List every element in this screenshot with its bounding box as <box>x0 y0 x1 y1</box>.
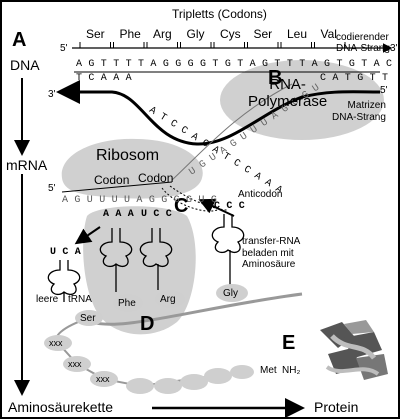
amino-acid-bead <box>44 335 72 351</box>
new-rna-strand <box>171 83 293 181</box>
template-strand-label-line2: DNA-Strang <box>332 111 386 123</box>
loaded-trna-line2: beladen mit <box>242 247 294 259</box>
coding-strand-3prime: 3' <box>390 43 398 54</box>
empty-trna-line1: leere <box>36 294 59 305</box>
coding-strand-5prime: 5' <box>60 43 68 54</box>
loaded-trna-line3: Aminosäure <box>242 259 296 270</box>
amino-acid-bead <box>75 310 103 326</box>
bead-label-phe: Phe <box>118 298 136 309</box>
ribosome-label: Ribosom <box>96 147 160 164</box>
loaded-trna-line1: transfer-RNA <box>242 236 301 247</box>
codon-bracket <box>213 42 245 48</box>
trna-release-arrow <box>74 226 101 245</box>
codon-label-1: Codon <box>94 173 130 187</box>
ribosome-large-subunit <box>61 138 203 199</box>
bead-label-ser: Ser <box>80 313 96 324</box>
codon-label: Phe <box>119 27 141 41</box>
section-letter-e: E <box>282 332 296 354</box>
codon-label: Arg <box>153 27 172 41</box>
trna-shapes <box>47 214 245 302</box>
codon-label: Ser <box>86 27 105 41</box>
section-letter-c: C <box>174 195 189 217</box>
codon-bracket <box>180 42 212 48</box>
template-strand-3prime: 3' <box>48 89 56 100</box>
codon-label: Gly <box>186 27 205 41</box>
peptide-bond-line <box>91 292 303 326</box>
triplets-title: Tripletts (Codons) <box>172 7 267 21</box>
section-letter-b: B <box>268 67 283 89</box>
template-strand <box>68 90 381 146</box>
amino-acid-bead <box>230 365 254 379</box>
dna-label: DNA <box>10 57 40 73</box>
codon-label-2: Codon <box>138 171 174 185</box>
amino-acid-bead <box>155 290 185 308</box>
anticodon-released: U C A <box>50 247 82 258</box>
nh2-label: NH₂ <box>282 365 301 376</box>
bead-label-gly: Gly <box>223 288 238 299</box>
template-sequence-left: T C A A A <box>76 73 132 84</box>
coding-sequence: A G T T T T A G G G G T G T A G T T T A … <box>76 59 400 70</box>
trna-incoming-arrow <box>198 198 235 217</box>
coding-strand-label-line1: codierender <box>336 32 389 43</box>
codon-bracket <box>247 42 279 48</box>
rna-polymerase-line2: Polymerase <box>248 93 328 111</box>
met-label: Met <box>260 365 277 376</box>
anticodon-incoming: C C C <box>214 201 246 212</box>
bead-label-arg: Arg <box>160 294 176 305</box>
codon-label: Ser <box>253 27 273 41</box>
codon-brackets <box>79 42 346 48</box>
codon-bracket <box>280 42 312 48</box>
coding-strand-label: codierender DNA-Strang <box>336 32 390 54</box>
codon-bracket <box>314 42 346 48</box>
protein-3d-structure-icon <box>320 320 388 380</box>
amino-acid-bead <box>90 371 118 387</box>
section-letter-a: A <box>12 29 27 51</box>
codon-label: Cys <box>220 27 241 41</box>
codon-bracket <box>113 42 145 48</box>
anticodon-label: Anticodon <box>238 189 283 200</box>
anticodon-phe: A A A <box>103 209 135 220</box>
rna-polymerase-line1: RNA- <box>269 76 306 93</box>
mrna-sequence: A G U U U U A G G G G U G <box>62 195 218 206</box>
protein-label: Protein <box>314 399 359 415</box>
codon-label: Leu <box>287 27 308 41</box>
template-strand-5prime: 5' <box>380 85 388 96</box>
template-sequence-right: C A T G T T <box>320 73 389 84</box>
amino-acid-bead <box>180 374 208 390</box>
amino-acid-bead <box>216 284 248 302</box>
template-strand-label-line1: Matrizen <box>347 100 386 111</box>
mrna-5prime: 5' <box>48 183 56 194</box>
template-strand-label: Matrizen DNA-Strang <box>332 100 386 123</box>
amino-acid-bead <box>113 294 143 312</box>
section-letter-d: D <box>140 313 155 335</box>
coding-strand-label-line2: DNA-Strang <box>336 43 390 54</box>
empty-trna-line2: tRNA <box>68 294 92 305</box>
mrna-backbone <box>61 181 173 193</box>
codon-label: Val <box>320 27 337 41</box>
chain-bead-label-3: xxx <box>96 374 110 384</box>
codon-bracket <box>146 42 178 48</box>
mrna-label: mRNA <box>6 157 48 173</box>
amino-acid-bead <box>154 378 182 394</box>
chain-bead-label-2: xxx <box>68 359 82 369</box>
anticodon-arg: U C C <box>141 209 173 220</box>
amino-acid-bead <box>126 378 154 394</box>
amino-acid-beads <box>44 284 254 394</box>
chain-bead-label-1: xxx <box>49 338 63 348</box>
amino-acid-bead <box>204 368 232 384</box>
rna-polymerase-label: RNA- Polymerase <box>248 76 327 111</box>
amino-acid-bead <box>63 356 91 372</box>
amino-chain-label: Aminosäurekette <box>8 399 114 415</box>
loaded-trna-label: transfer-RNA beladen mit Aminosäure <box>242 236 300 271</box>
codon-bracket <box>79 42 111 48</box>
